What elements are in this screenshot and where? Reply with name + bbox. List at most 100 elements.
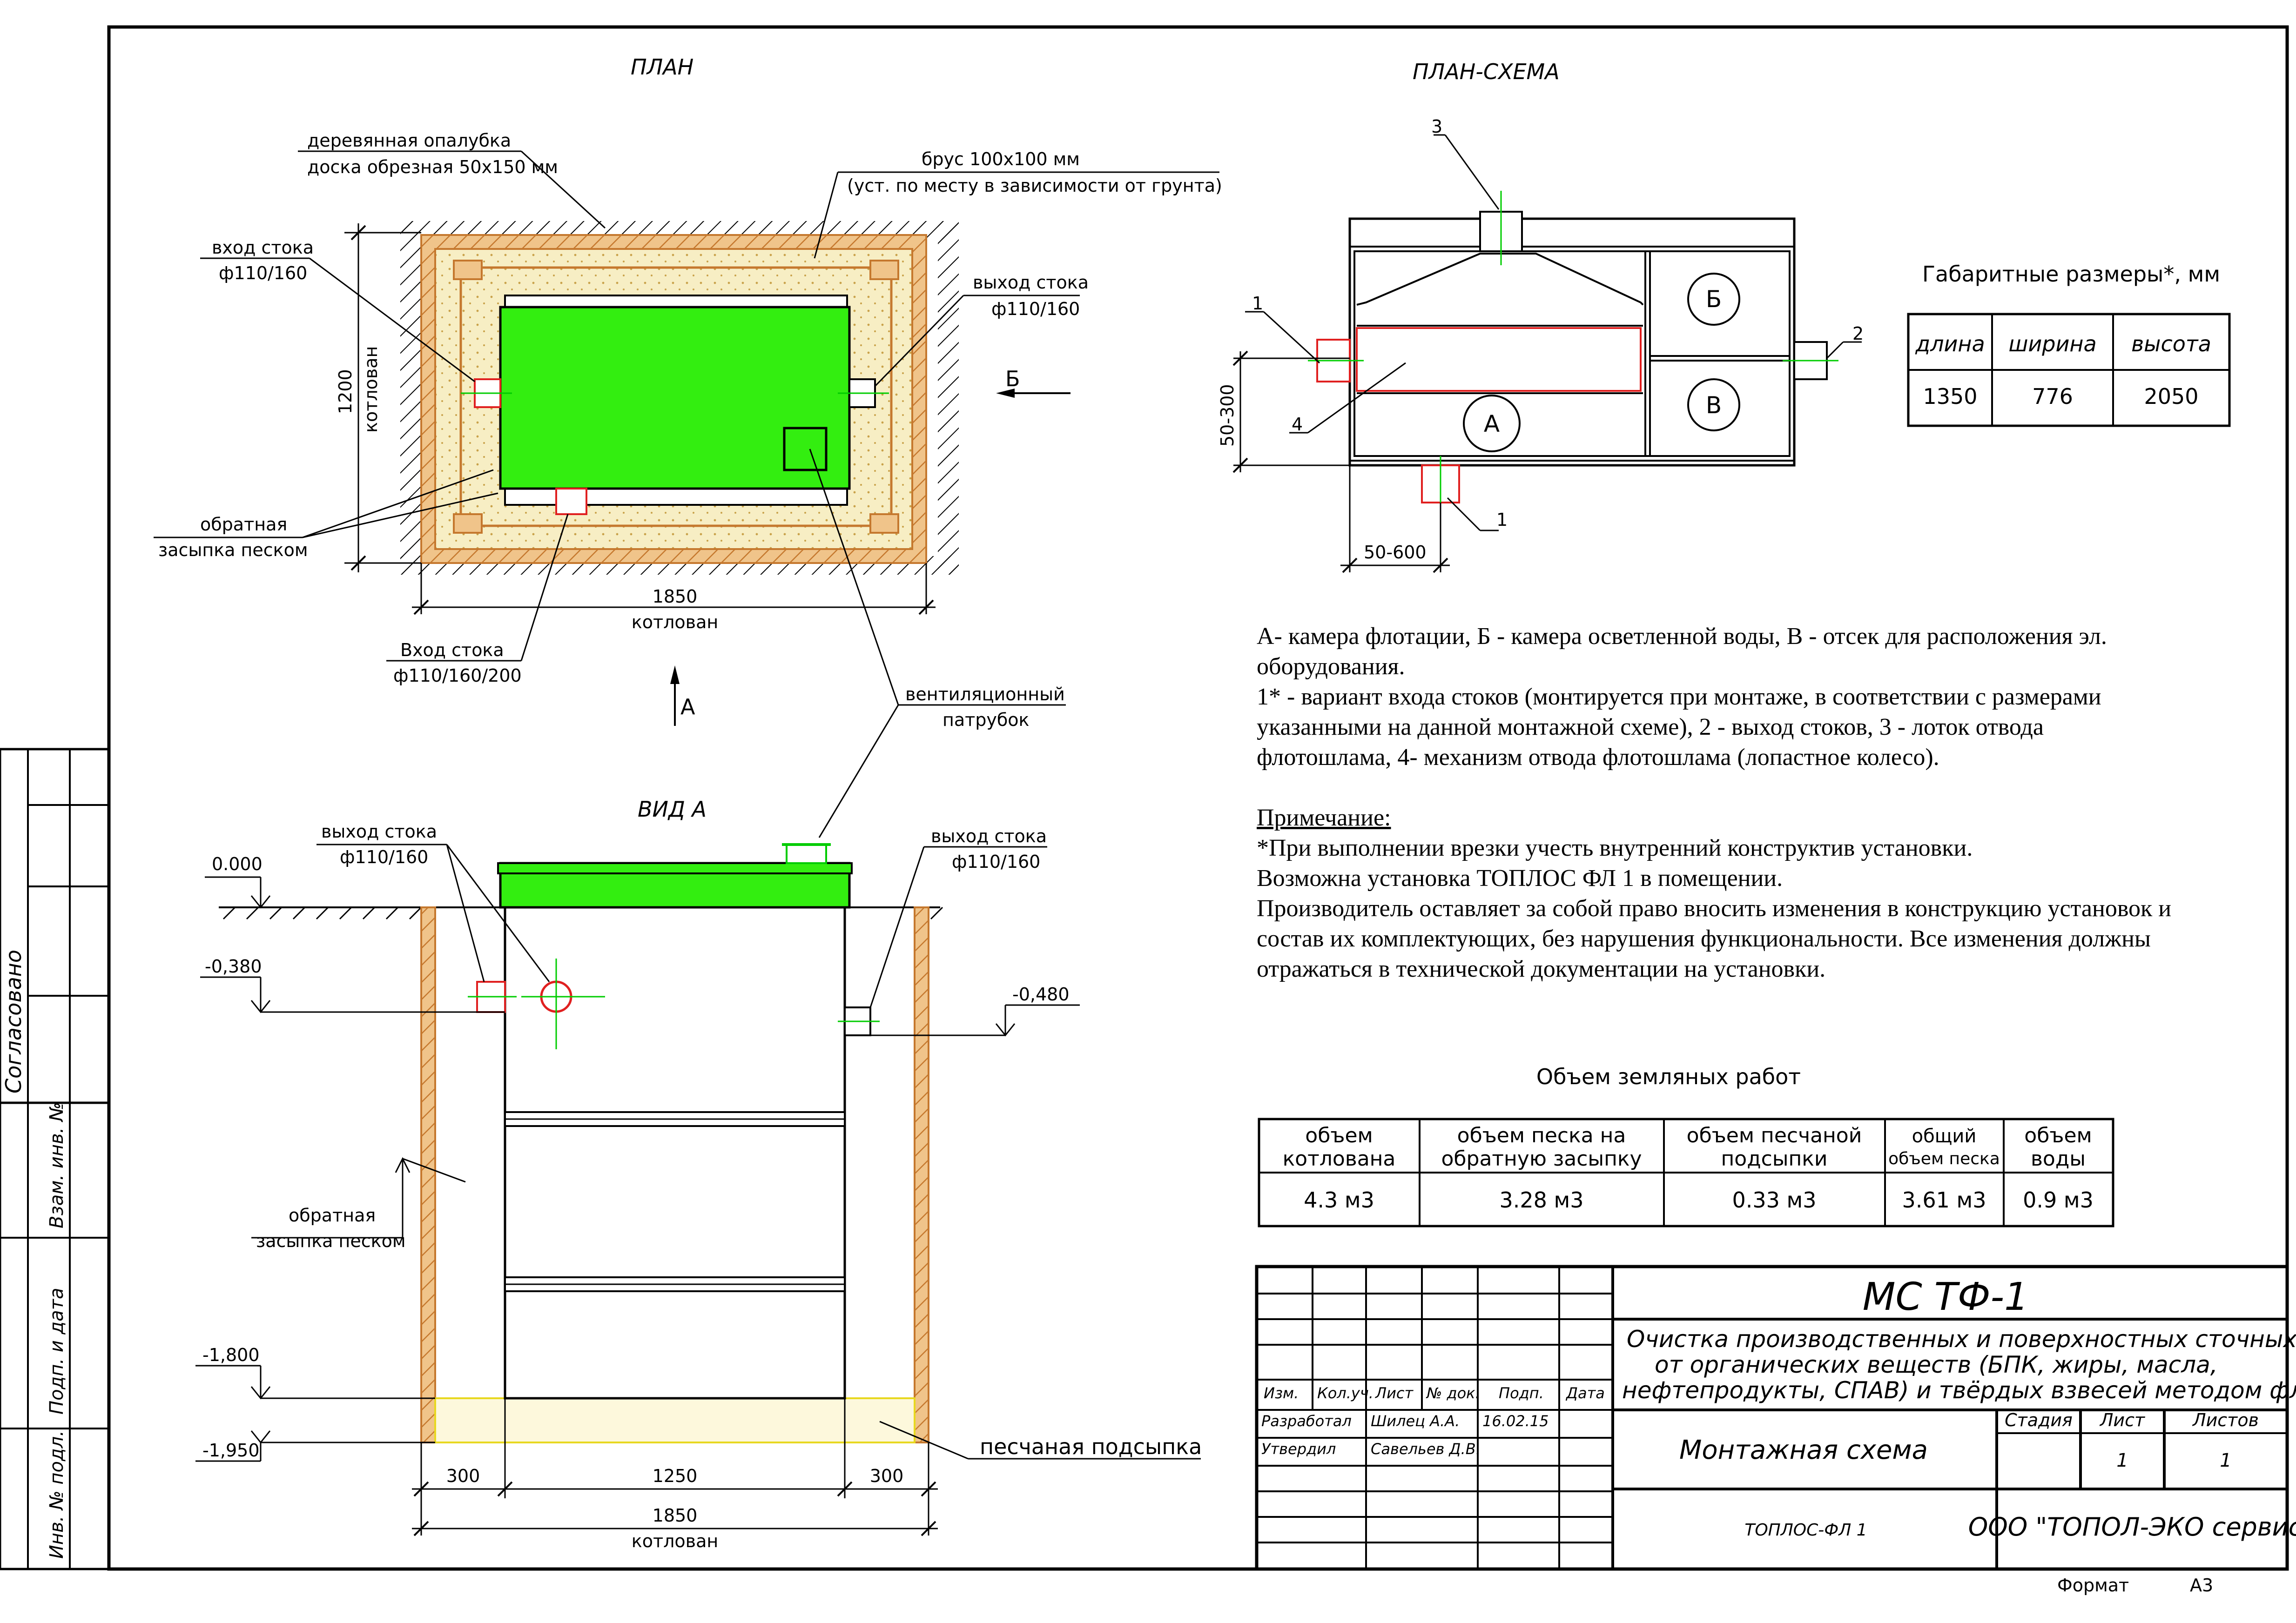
dims-value-width: 776 [2032, 384, 2073, 409]
ew-h5b: воды [2031, 1147, 2086, 1171]
earthworks-title: Объем земляных работ [1536, 1064, 1801, 1089]
plan-inlet-left-2: ф110/160 [219, 263, 307, 283]
ew-h2a: объем песка на [1457, 1124, 1626, 1147]
plan-formwork-1: деревянная опалубка [307, 130, 511, 151]
scheme-chamber-b: Б [1706, 286, 1722, 313]
dim-right-300: 300 [870, 1466, 904, 1486]
plan-scheme: ПЛАН-СХЕМА А Б В [1217, 59, 1864, 573]
dim-pit-word: котлован [632, 1531, 718, 1551]
dims-header-width: ширина [2008, 331, 2096, 356]
tb-product: ТОПЛОС-ФЛ 1 [1744, 1521, 1867, 1540]
tb-col-podp: Подп. [1499, 1384, 1544, 1402]
notes-line-3: 1* - вариант входа стоков (монтируется п… [1257, 684, 2101, 710]
view-a-outlet-right-1: выход стока [931, 826, 1047, 846]
ew-h4b: объем песка [1888, 1149, 2000, 1168]
plan-outlet-right-2: ф110/160 [991, 299, 1080, 319]
ew-v4: 3.61 м3 [1902, 1187, 1986, 1213]
notes-line-2: оборудования. [1257, 653, 1405, 680]
tb-list-val: 1 [2116, 1450, 2128, 1471]
plan-beam-2: (уст. по месту в зависимости от грунта) [847, 175, 1222, 196]
dims-header-height: высота [2131, 331, 2211, 356]
tb-format-val: А3 [2190, 1575, 2213, 1596]
level-4: -1,950 [202, 1440, 260, 1461]
plan-pit-height: 1200 [335, 369, 356, 414]
plan-outlet-right-1: выход стока [973, 272, 1089, 293]
plan-view-a-arrow: А [680, 694, 695, 719]
tb-col-izm: Изм. [1264, 1384, 1299, 1402]
notes-line-7: Возможна установка ТОПЛОС ФЛ 1 в помещен… [1257, 865, 1783, 892]
view-a: ВИД А [195, 797, 1202, 1551]
notes-line-10: отражаться в технической документации на… [1257, 956, 1826, 982]
plan-formwork-2: доска обрезная 50х150 мм [307, 157, 558, 177]
tb-listov-val: 1 [2220, 1450, 2231, 1471]
tb-row-utv: Утвердил [1261, 1440, 1336, 1458]
plan-inlet-left-1: вход стока [212, 237, 314, 258]
tb-col-ndok: № док. [1426, 1384, 1480, 1402]
dims-header-length: длина [1915, 331, 1985, 356]
view-a-outlet-left-1: выход стока [321, 821, 437, 842]
beam-frame [459, 266, 893, 527]
tb-desc-1: Очистка производственных и поверхностных… [1627, 1326, 2296, 1353]
plan-title: ПЛАН [631, 54, 694, 80]
vent-pipe-view [786, 844, 827, 864]
pit-wall-right [914, 906, 929, 1443]
notes-line-4: указанными на данной монтажной схеме), 2… [1257, 714, 2044, 740]
dim-total-1850: 1850 [653, 1505, 698, 1526]
tank-view-a [504, 906, 846, 1400]
plan-pit-width: 1850 [653, 586, 698, 607]
dim-mid-1250: 1250 [653, 1466, 698, 1486]
dims-table: Габаритные размеры*, мм длина ширина выс… [1907, 262, 2231, 427]
scheme-dim-horizontal: 50-600 [1364, 542, 1427, 563]
scheme-callout-2: 2 [1852, 323, 1864, 344]
ew-v5: 0.9 м3 [2023, 1187, 2094, 1213]
tb-stadia: Стадия [2005, 1410, 2073, 1430]
view-a-outlet-right-2: ф110/160 [952, 852, 1040, 872]
plan-pit-word-v: котлован [361, 346, 381, 433]
plan-beam-1: брус 100х100 мм [922, 149, 1080, 169]
ew-h2b: обратную засыпку [1441, 1147, 1642, 1171]
inlet-bottom-pipe [555, 488, 587, 515]
scheme-callout-4: 4 [1292, 414, 1303, 435]
stamp-vzam: Взам. инв. № [46, 1102, 67, 1228]
plan-inlet-bottom-2: ф110/160/200 [393, 665, 522, 686]
title-block: МС ТФ-1 Очистка производственных и повер… [1255, 1265, 2296, 1596]
tank-plan [499, 306, 851, 490]
level-0: 0.000 [212, 854, 263, 874]
level-2: -0,480 [1012, 984, 1070, 1005]
notes-note-title: Примечание: [1257, 805, 1391, 831]
view-a-title: ВИД А [638, 797, 707, 822]
plan-view-b-arrow: Б [1005, 366, 1020, 391]
scheme-callout-1: 1 [1252, 293, 1263, 314]
ew-v2: 3.28 м3 [1499, 1187, 1583, 1213]
tb-desc-3: нефтепродукты, СПАВ) и твёрдых взвесей м… [1622, 1377, 2296, 1404]
ew-h1b: котлована [1283, 1147, 1396, 1171]
tb-desc-2: от органических веществ (БПК, жиры, масл… [1655, 1351, 2218, 1378]
notes-block: А- камера флотации, Б - камера осветленн… [1257, 621, 2267, 984]
view-a-sand-bed: песчаная подсыпка [980, 1434, 1202, 1459]
scheme-paddle [1356, 327, 1642, 392]
tb-company: ООО "ТОПОЛ-ЭКО сервис" [1968, 1512, 2296, 1542]
side-stamp: Согласовано Взам. инв. № Подп. и дата Ин… [0, 748, 110, 1570]
tb-doc-title: Монтажная схема [1679, 1435, 1928, 1465]
tb-col-data: Дата [1565, 1384, 1605, 1402]
tb-listov: Листов [2192, 1410, 2259, 1430]
ew-v1: 4.3 м3 [1304, 1187, 1374, 1213]
plan-vent-1: вентиляционный [905, 684, 1065, 704]
plan-view: ПЛАН 1200 котлован [154, 54, 1222, 838]
ew-v3: 0.33 м3 [1732, 1187, 1816, 1213]
view-a-outlet-left-2: ф110/160 [340, 847, 428, 867]
notes-line-1: А- камера флотации, Б - камера осветленн… [1257, 623, 2107, 650]
tb-format-label: Формат [2057, 1575, 2129, 1596]
scheme-dim-vertical: 50-300 [1217, 384, 1238, 447]
ew-h3b: подсыпки [1721, 1147, 1828, 1171]
ew-h1a: объем [1305, 1124, 1373, 1147]
plan-inlet-bottom-1: Вход стока [400, 640, 504, 660]
view-a-backfill-1: обратная [289, 1205, 376, 1226]
ew-h4a: общий [1912, 1126, 1977, 1147]
ew-h5a: объем [2024, 1124, 2092, 1147]
earthworks-table: Объем земляных работ объем котлована объ… [1258, 1064, 2114, 1227]
vent-pipe-plan [783, 427, 828, 471]
notes-line-8: Производитель оставляет за собой право в… [1257, 895, 2172, 922]
notes-line-9: состав их комплектующих, без нарушения ф… [1257, 926, 2151, 952]
